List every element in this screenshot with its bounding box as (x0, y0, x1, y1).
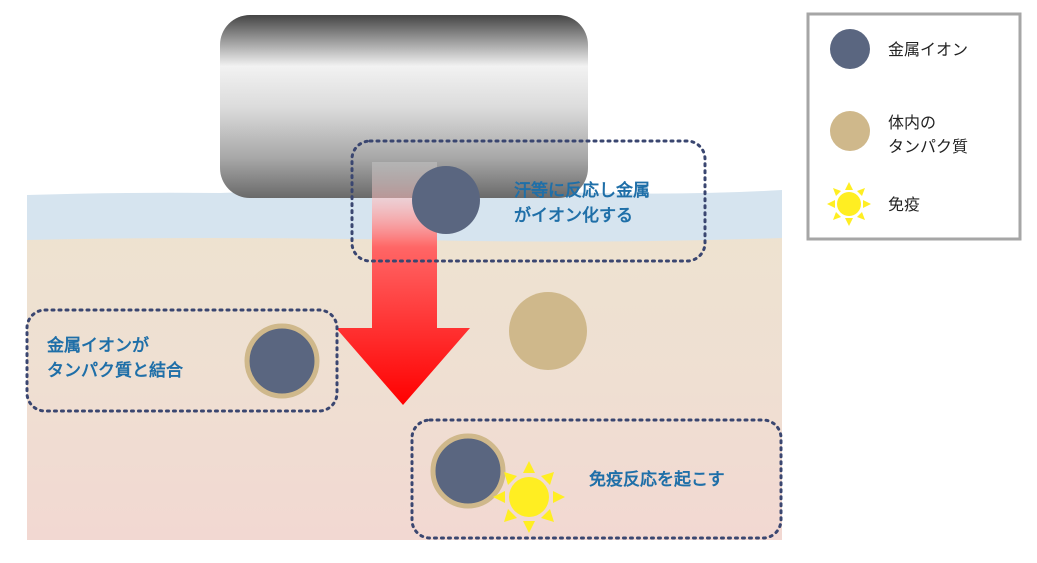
metal-pendant-icon (220, 15, 588, 198)
legend-protein-icon (830, 111, 870, 151)
step1-border (350, 139, 707, 263)
legend-protein-label-line1: 体内の (888, 113, 936, 132)
legend-protein-label-line2: タンパク質 (888, 137, 968, 156)
step3-label: 免疫反応を起こす (589, 469, 725, 490)
metal-ion-icon (412, 166, 480, 234)
sun-icon (493, 461, 565, 533)
protein-bound-metal-ion-icon (430, 433, 506, 509)
step2-box: 金属イオンが タンパク質と結合 (25, 308, 339, 413)
step3-border (410, 418, 783, 540)
legend-immunity-label: 免疫 (888, 195, 920, 214)
step2-border (25, 308, 339, 413)
legend-sun-icon (827, 182, 871, 226)
legend-metal-ion-icon (830, 29, 870, 69)
legend-metal-ion-label: 金属イオン (888, 40, 968, 59)
step1-box: 汗等に反応し金属 がイオン化する (350, 139, 707, 263)
step2-label-line1: 金属イオンが (46, 335, 149, 356)
step1-label-line2: がイオン化する (514, 205, 633, 226)
legend: 金属イオン 体内の タンパク質 免疫 (806, 12, 1022, 241)
step3-box: 免疫反応を起こす (410, 418, 783, 540)
step2-label-line2: タンパク質と結合 (47, 360, 184, 381)
protein-icon (509, 292, 587, 370)
step1-label-line1: 汗等に反応し金属 (514, 180, 650, 201)
protein-bound-metal-ion-icon (244, 323, 320, 399)
